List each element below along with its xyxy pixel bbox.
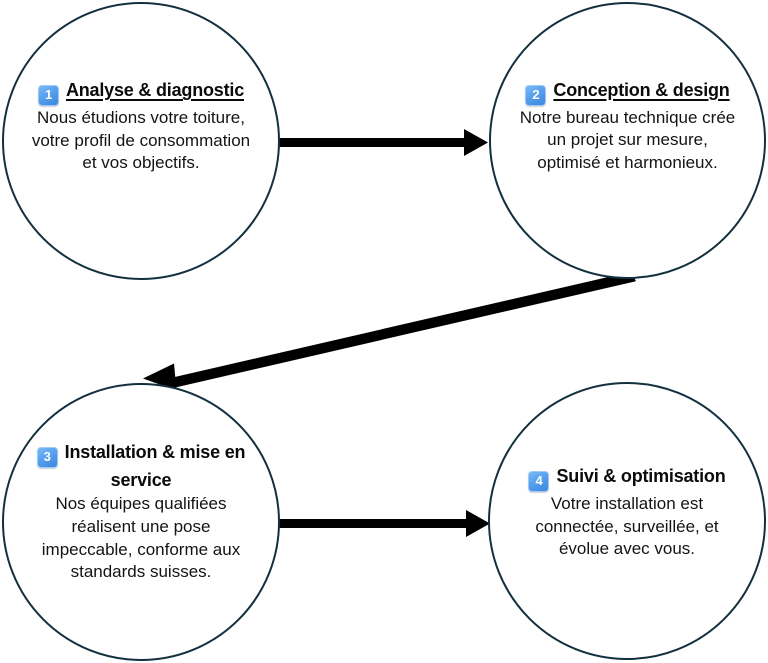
node-heading-text: Installation & mise en service	[64, 442, 246, 491]
keycap-number-two-icon: 2	[525, 84, 547, 106]
node-body-text: Nous étudions votre toiture, votre profi…	[31, 108, 251, 173]
node-heading-text: Suivi & optimisation	[556, 466, 726, 487]
node-body-text: Votre installation est connectée, survei…	[535, 494, 719, 559]
diagram-node-suivi-optimisation[interactable]: 4 Suivi & optimisation Votre installation…	[488, 382, 766, 660]
node-content: 1 Analyse & diagnostic Nous étudions votr…	[29, 79, 254, 175]
keycap-number-one-icon: 1	[37, 85, 59, 107]
node-heading: 3 Installation & mise en service	[29, 440, 254, 492]
keycap-number-three-icon: 3	[36, 447, 58, 469]
node-body-text: Nos équipes qualifiées réalisent une pos…	[41, 494, 241, 582]
arrow-node3-to-node4	[272, 510, 490, 537]
node-heading: 2 Conception & design	[516, 79, 740, 106]
keycap-number-four-icon: 4	[528, 471, 550, 493]
node-heading: 4 Suivi & optimisation	[515, 465, 740, 493]
diagram-node-conception-design[interactable]: 2 Conception & design Notre bureau techni…	[489, 2, 766, 279]
node-heading-text: Analyse & diagnostic	[65, 80, 245, 101]
node-content: 3 Installation & mise en service Nos équi…	[29, 440, 254, 584]
node-body-text: Notre bureau technique crée un projet su…	[519, 107, 736, 172]
diagram-node-installation-mise-en-service[interactable]: 3 Installation & mise en service Nos équi…	[2, 383, 280, 661]
node-heading-text: Conception & design	[553, 79, 730, 100]
diagram-node-analyse-diagnostic[interactable]: 1 Analyse & diagnostic Nous étudions votr…	[2, 2, 280, 280]
node-content: 2 Conception & design Notre bureau techni…	[516, 79, 740, 175]
arrow-node2-to-node3	[143, 271, 636, 391]
node-content: 4 Suivi & optimisation Votre installation…	[515, 465, 740, 561]
arrow-node1-to-node2	[264, 129, 488, 156]
node-heading: 1 Analyse & diagnostic	[29, 79, 254, 107]
